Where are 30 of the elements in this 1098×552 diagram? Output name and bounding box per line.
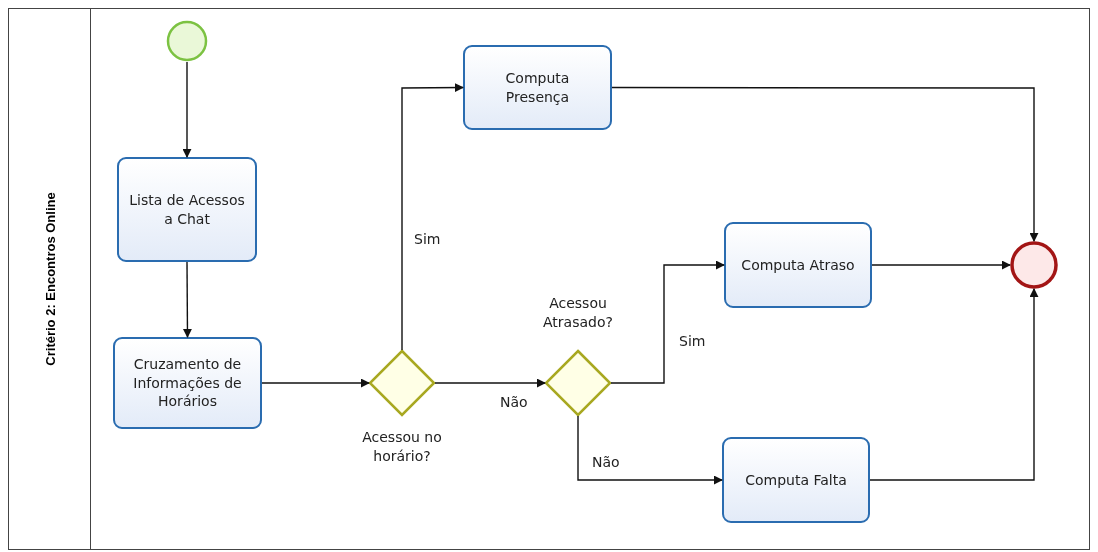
end-event-circle xyxy=(1010,241,1058,289)
arrow xyxy=(182,261,192,338)
lane-title: Critério 2: Encontros Online xyxy=(42,192,58,366)
arrow xyxy=(871,260,1011,270)
task-box xyxy=(117,157,257,262)
decision-label: Acessou no horário? xyxy=(361,428,443,466)
task-label: Computa Presença xyxy=(504,68,571,107)
task-box xyxy=(724,222,872,308)
edge-label: Sim xyxy=(677,333,708,349)
task-box xyxy=(463,45,612,130)
task-box xyxy=(113,337,262,429)
task-label: Cruzamento de Informações de Horários xyxy=(132,354,243,412)
decision-label: Acessou Atrasado? xyxy=(542,294,614,332)
edge-label: Não xyxy=(590,454,622,470)
edge-label: Não xyxy=(498,394,530,410)
arrow xyxy=(577,415,723,485)
arrow xyxy=(434,378,546,388)
arrow xyxy=(261,378,370,388)
task-box xyxy=(722,437,870,523)
task-label: Computa Atraso xyxy=(741,255,855,275)
start-event-circle xyxy=(166,20,208,62)
arrow xyxy=(611,86,1039,242)
arrow xyxy=(182,61,192,158)
task-label: Computa Falta xyxy=(745,470,847,490)
swimlane xyxy=(8,8,1090,550)
arrow xyxy=(401,83,464,351)
edge-label: Sim xyxy=(412,231,443,247)
task-label: Lista de Acessos a Chat xyxy=(129,190,245,229)
arrow xyxy=(610,260,725,384)
arrow xyxy=(869,288,1039,481)
